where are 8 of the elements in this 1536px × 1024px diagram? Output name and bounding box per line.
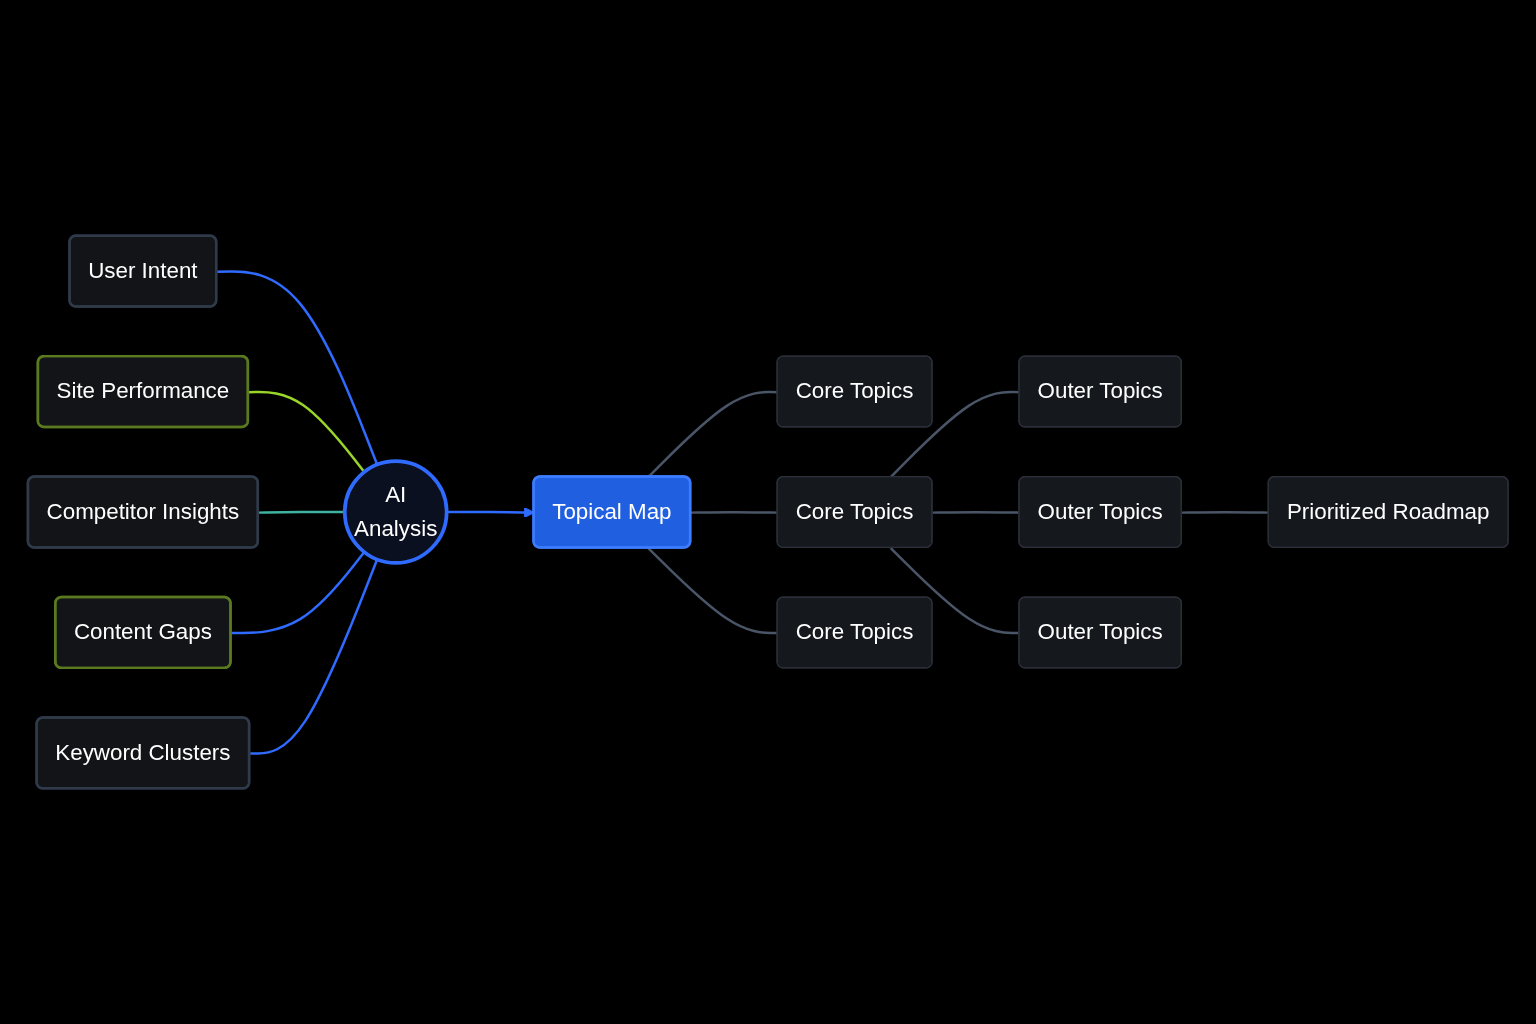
connector: [249, 558, 379, 755]
connector: [231, 551, 366, 635]
connector: [1181, 510, 1269, 514]
node-circle: AI Analysis: [342, 459, 449, 565]
connector: [647, 547, 778, 635]
connector: [690, 510, 778, 514]
connector: [216, 270, 379, 466]
connector: [248, 390, 366, 473]
